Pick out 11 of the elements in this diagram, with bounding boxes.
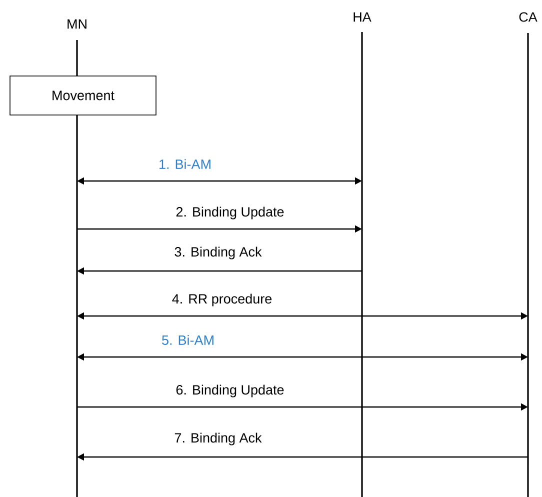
process-box: Movement	[10, 76, 156, 116]
edge-label: 5. Bi-AM	[162, 335, 214, 345]
edge-label: 4. RR procedure	[172, 294, 272, 306]
participant-label: CA	[519, 12, 538, 22]
edge-label: 1. Bi-AM	[160, 159, 210, 169]
edge-label: 6. Binding Update	[176, 384, 284, 398]
edge-label: 3. Binding Ack	[174, 246, 262, 260]
edge-label: 2. Binding Update	[176, 206, 284, 220]
participant-label: MN	[68, 19, 86, 29]
participant-label: HA	[354, 12, 372, 22]
edge-label: 7. Binding Ack	[174, 432, 262, 446]
